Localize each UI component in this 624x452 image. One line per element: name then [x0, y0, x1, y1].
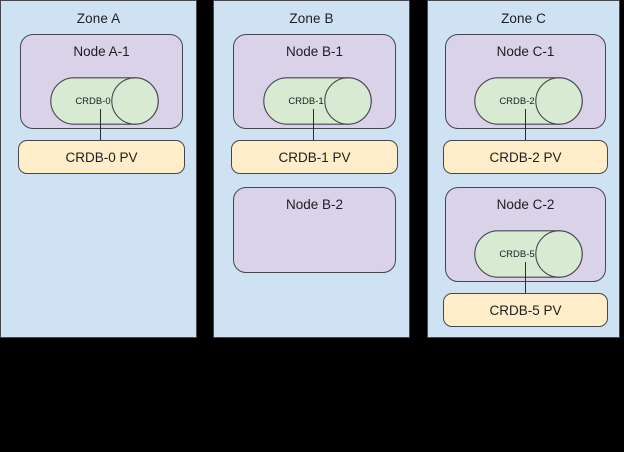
pv-crdb-1-label: CRDB-1 PV: [278, 149, 351, 165]
connector-node-c-2-to-crdb-5-pv: [525, 262, 526, 294]
zone-b: Zone B Node B-1 CRDB-1 CRDB-1 PV Node B-…: [213, 0, 410, 338]
zone-b-title: Zone B: [289, 11, 334, 26]
node-a-1-title: Node A-1: [73, 44, 130, 59]
node-b-1: Node B-1 CRDB-1: [233, 34, 396, 129]
node-a-1: Node A-1 CRDB-0: [20, 34, 183, 129]
pod-crdb-0: CRDB-0: [50, 77, 159, 125]
zone-a: Zone A Node A-1 CRDB-0 CRDB-0 PV: [0, 0, 197, 338]
zone-c-title: Zone C: [501, 11, 546, 26]
pv-crdb-2: CRDB-2 PV: [443, 140, 608, 174]
node-c-2-title: Node C-2: [496, 197, 555, 212]
zone-a-title: Zone A: [76, 11, 121, 26]
node-b-1-title: Node B-1: [285, 44, 344, 59]
pv-crdb-2-label: CRDB-2 PV: [489, 149, 562, 165]
pod-crdb-1: CRDB-1: [263, 77, 372, 125]
node-b-2-title: Node B-2: [285, 197, 344, 212]
node-b-2: Node B-2: [233, 187, 396, 273]
pv-crdb-5-label: CRDB-5 PV: [489, 302, 562, 318]
pv-crdb-1: CRDB-1 PV: [231, 140, 398, 174]
pv-crdb-5: CRDB-5 PV: [443, 293, 608, 327]
pod-crdb-5: CRDB-5: [474, 230, 583, 278]
pv-crdb-0: CRDB-0 PV: [18, 140, 185, 174]
connector-node-c-1-to-crdb-2-pv: [525, 109, 526, 141]
zone-c: Zone C Node C-1 CRDB-2 CRDB-2 PV Node C-…: [427, 0, 620, 338]
pod-crdb-2: CRDB-2: [474, 77, 583, 125]
connector-node-a-1-to-crdb-0-pv: [100, 109, 101, 141]
connector-node-b-1-to-crdb-1-pv: [313, 109, 314, 141]
pv-crdb-0-label: CRDB-0 PV: [65, 149, 138, 165]
node-c-1-title: Node C-1: [496, 44, 555, 59]
